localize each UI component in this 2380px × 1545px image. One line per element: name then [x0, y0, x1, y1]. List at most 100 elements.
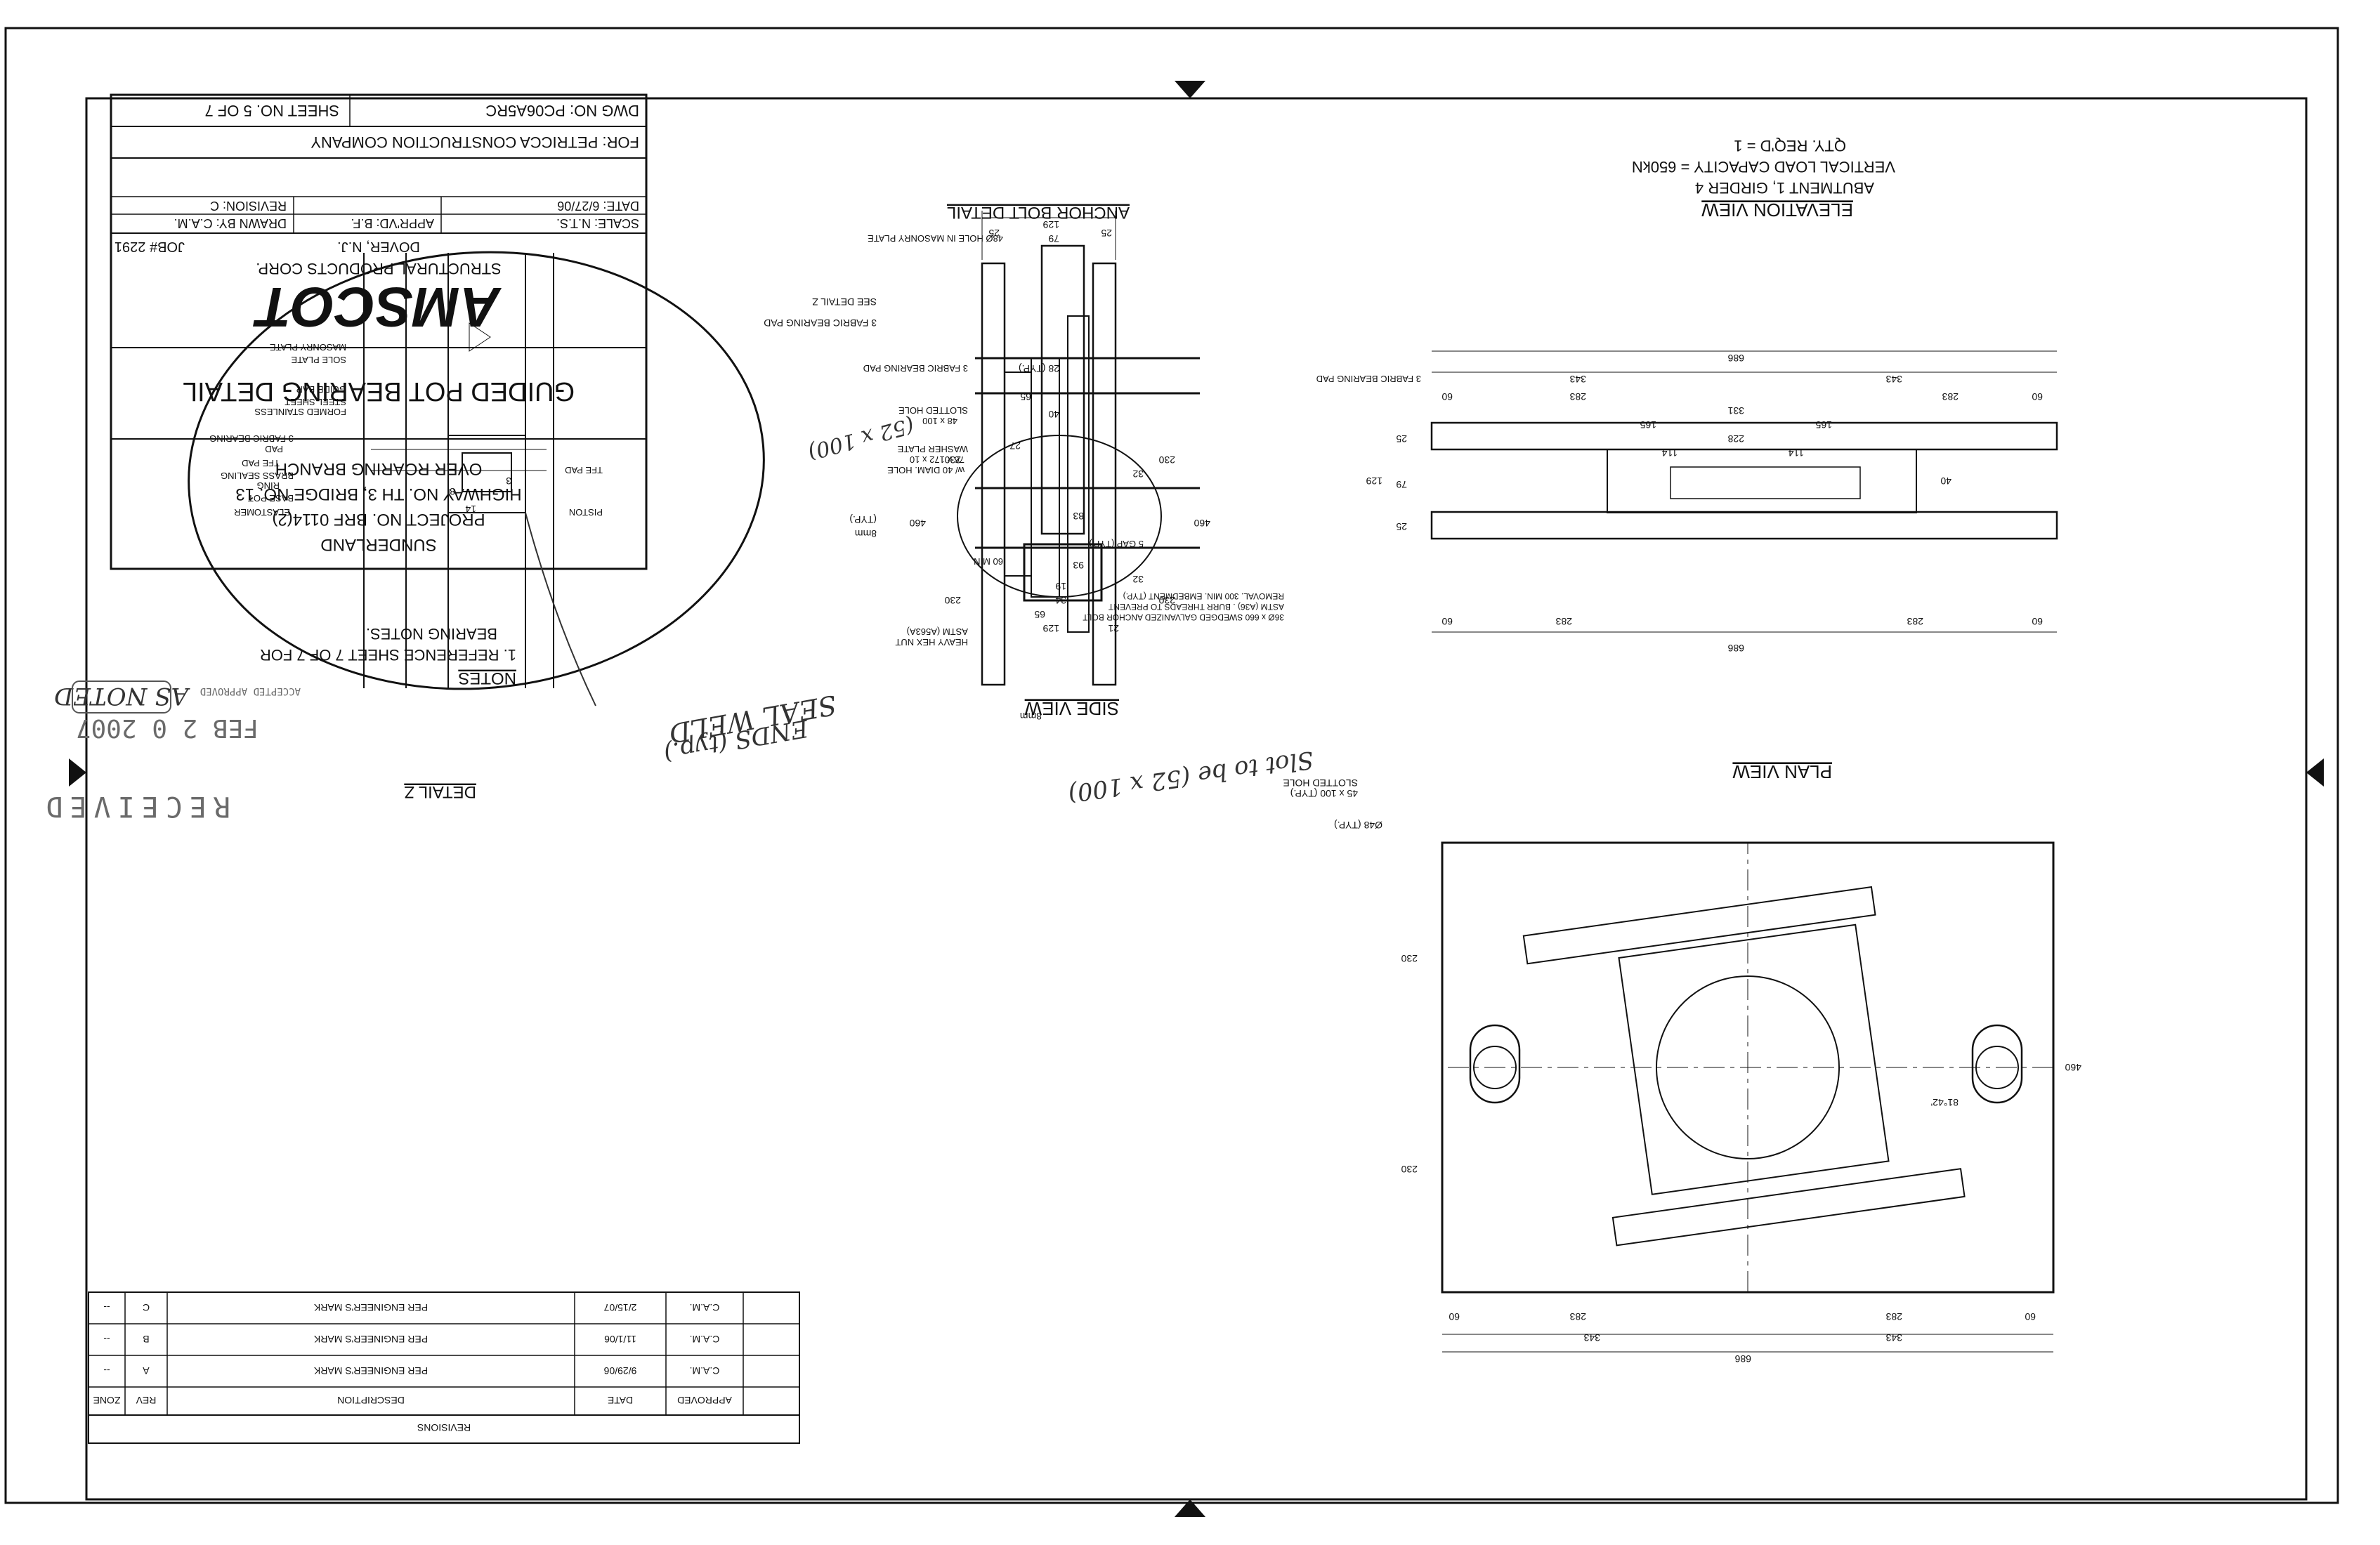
elevation-title: ELEVATION VIEW — [1701, 199, 1853, 221]
pv-slotted-hole: SLOTTED HOLE — [1283, 777, 1358, 789]
el-dim-165a: 165 — [1815, 419, 1832, 430]
el-dim-60c: 60 — [2032, 616, 2043, 627]
rev-row-a-description: PER ENGINEER'S MARK — [313, 1365, 428, 1376]
dz-guide-bar: GUIDE BAR — [296, 384, 346, 395]
outer-border — [4, 27, 2339, 1504]
pv-dim-343b: 343 — [1583, 1332, 1600, 1343]
dz-fabric-pad: 3 FABRIC BEARING — [209, 433, 294, 444]
stamp-line: ACCEPTED APPROVED — [200, 685, 301, 697]
stamp-as-noted: AS NOTED — [54, 682, 190, 710]
el-dim-25b: 25 — [1396, 521, 1407, 532]
detail-z-title: DETAIL Z — [404, 782, 476, 801]
project-line-1: SUNDERLAND — [320, 535, 436, 554]
inner-border — [85, 97, 2308, 1501]
sheet-no-field: SHEET NO. 5 OF 7 — [204, 102, 339, 119]
date-field: DATE: 6/27/06 — [557, 199, 639, 213]
rev-header-date: DATE — [608, 1395, 633, 1406]
ab-min60: 60 MIN. — [971, 556, 1003, 567]
ab-pad: 3 FABRIC BEARING PAD — [863, 363, 968, 374]
rev-header-approved: APPROVED — [677, 1395, 732, 1406]
sv-dim-129-bot: 129 — [1042, 623, 1059, 634]
el-dim-60d: 60 — [1441, 616, 1453, 627]
rev-row-b-approved: C.A.M. — [690, 1334, 720, 1345]
el-dim-60a: 60 — [2032, 391, 2043, 402]
stamp-received: RECEIVED — [39, 790, 230, 822]
ab-slot-size: 48 x 100 — [922, 416, 957, 426]
el-dim-79: 79 — [1396, 479, 1407, 490]
el-dim-60b: 60 — [1441, 391, 1453, 402]
el-dim-686-bottom: 686 — [1727, 643, 1744, 654]
ab-nut-1: HEAVY HEX NUT — [895, 637, 968, 647]
dz-piston: PISTON — [569, 507, 603, 518]
sv-dim-83: 83 — [1073, 511, 1084, 522]
el-dim-283d: 283 — [1555, 616, 1572, 627]
sv-weld-8mm-2: 8mm — [1020, 711, 1042, 722]
dz-masonry-plate: MASONRY PLATE — [270, 342, 346, 353]
ab-bolt-line-3: REMOVAL. 300 MIN. EMBEDMENT (TYP.) — [1123, 591, 1284, 601]
drawn-by-field: DRAWN BY: C.A.M. — [174, 216, 287, 230]
revisions-title: REVISIONS — [417, 1422, 471, 1433]
elevation-view: ELEVATION VIEW ABUTMENT 1, GIRDER 4 VERT… — [1316, 137, 2058, 654]
plan-view-title: PLAN VIEW — [1732, 761, 1832, 782]
dz-dim-14: 14 — [465, 504, 476, 515]
project-line-3: HIGHWAY NO. TH 3, BRIDGE NO. 13 — [235, 485, 521, 504]
elevation-sub-3: QTY. REQ'D = 1 — [1734, 137, 1846, 154]
sv-dim-21: 21 — [1108, 623, 1119, 634]
pv-dim-60a: 60 — [2025, 1311, 2036, 1322]
el-dim-25a: 25 — [1396, 433, 1407, 445]
el-dim-283c: 283 — [1907, 616, 1923, 627]
el-dim-686-top: 686 — [1727, 353, 1744, 364]
pv-slot-size: 45 x 100 (TYP.) — [1290, 788, 1358, 799]
sv-dim-65b: 65 — [1034, 609, 1045, 620]
pv-hand-note: Slot to be (52 x 100) — [1066, 745, 1315, 808]
pv-dia-48: Ø48 (TYP.) — [1334, 820, 1382, 831]
sv-dim-230c: 230 — [944, 454, 961, 466]
anchor-bolt-title: ANCHOR BOLT DETAIL — [947, 203, 1130, 222]
pv-dim-460: 460 — [2065, 1062, 2081, 1073]
center-arrow-left — [2306, 758, 2324, 787]
sv-dim-79: 79 — [1048, 233, 1059, 244]
el-dim-343-left: 343 — [1885, 374, 1902, 385]
el-dim-228: 228 — [1727, 433, 1744, 445]
revisions-table: REVISIONS ZONE REV DESCRIPTION DATE APPR… — [88, 1291, 800, 1444]
notes: NOTES 1. REFERENCE SHEET 7 OF 7 FOR BEAR… — [260, 625, 516, 688]
notes-heading: NOTES — [458, 669, 516, 688]
pv-skew: 81°42' — [1931, 1097, 1959, 1108]
elevation-sub-1: ABUTMENT 1, GIRDER 4 — [1695, 179, 1874, 197]
rev-row-c-date: 2/15/07 — [603, 1302, 636, 1313]
pv-dim-343a: 343 — [1885, 1332, 1902, 1343]
dz-dim-8: 8 — [450, 486, 455, 497]
center-arrow-bottom — [1175, 81, 1205, 98]
ab-bolt-line-1: 36Ø x 660 SWEDGED GALVANIZED ANCHOR BOLT — [1083, 612, 1284, 622]
rev-row-c-zone: -- — [103, 1302, 110, 1313]
ab-hole: 48Ø HOLE IN MASONRY PLATE — [868, 233, 1003, 244]
for-field: FOR: PETRICCA CONSTRUCTION COMPANY — [310, 133, 639, 151]
stamp-date: FEB 2 0 2007 — [76, 714, 259, 742]
rev-row-b-description: PER ENGINEER'S MARK — [313, 1334, 428, 1345]
pv-dim-60b: 60 — [1449, 1311, 1460, 1322]
center-arrow-top — [1175, 1499, 1205, 1517]
sv-dim-230a: 230 — [1158, 454, 1175, 466]
rev-row-a-date: 9/29/06 — [603, 1365, 636, 1376]
sv-dim-27: 27 — [1009, 440, 1021, 452]
ab-nut-2: ASTM (A563A) — [907, 626, 968, 637]
rev-row-b-date: 11/1/06 — [604, 1334, 636, 1345]
el-dim-114a: 114 — [1788, 447, 1804, 459]
el-dim-343-right: 343 — [1569, 374, 1586, 385]
pv-dim-283a: 283 — [1885, 1311, 1902, 1322]
anchor-bolt-detail: ANCHOR BOLT DETAIL 48Ø HOLE IN MASONRY P… — [805, 203, 1284, 647]
rev-header-rev: REV — [136, 1395, 156, 1406]
sv-dim-230b: 230 — [1158, 595, 1175, 606]
rev-row-c-description: PER ENGINEER'S MARK — [313, 1302, 428, 1313]
rev-header-description: DESCRIPTION — [337, 1395, 405, 1406]
ab-bolt-line-2: ASTM (A36) . BURR THREADS TO PREVENT — [1108, 602, 1284, 612]
el-dim-165b: 165 — [1640, 419, 1656, 430]
drawing-title: GUIDED POT BEARING DETAIL — [183, 376, 575, 406]
sv-dim-93: 93 — [1073, 560, 1084, 571]
received-stamp: RECEIVED FEB 2 0 2007 ACCEPTED APPROVED … — [39, 681, 301, 822]
sv-dim-19: 19 — [1055, 581, 1066, 592]
dz-brass-ring: BRASS SEALING — [221, 471, 294, 481]
sv-dim-460a: 460 — [1194, 518, 1210, 529]
